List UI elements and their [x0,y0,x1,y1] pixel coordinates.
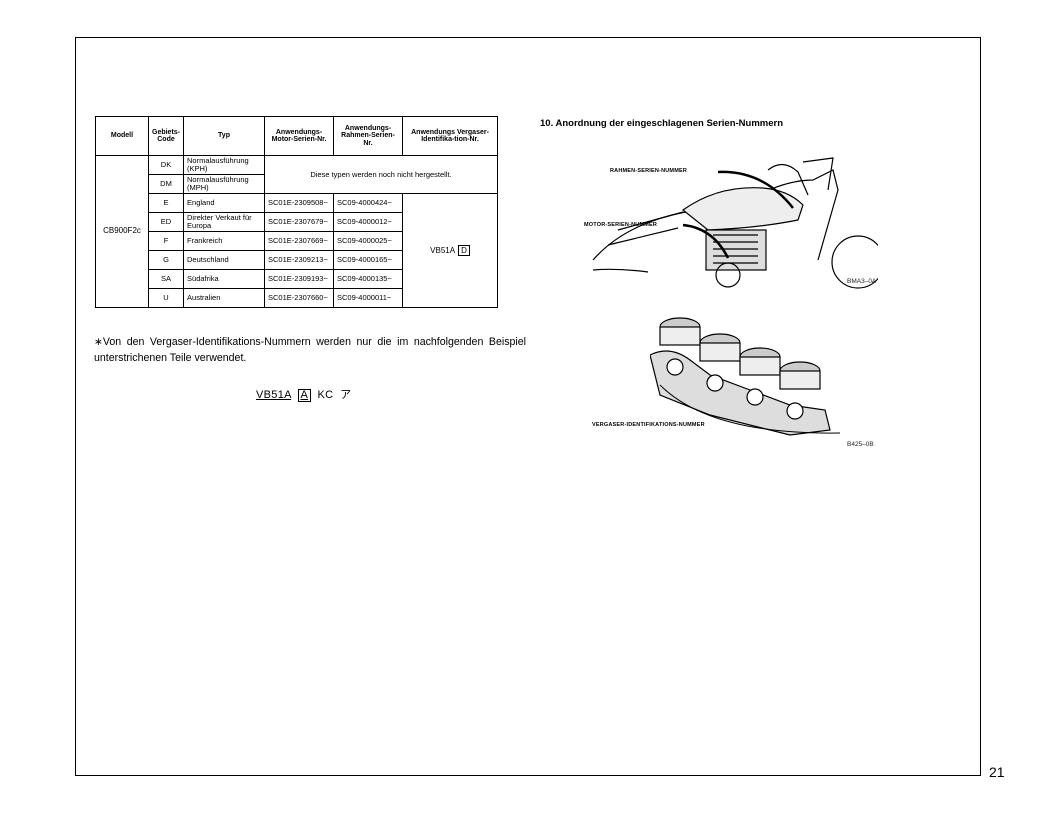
code-cell: F [147,231,185,251]
figure-ref-1: BMA3–0A [847,278,877,285]
code-cell: DK [147,155,185,175]
frame-cell: SC09-4000011~ [333,288,404,308]
footnote: ∗Von den Vergaser-Identifikations-Nummer… [94,336,526,364]
example-prefix: VB51A [256,389,292,401]
type-cell: Südafrika [183,269,266,289]
page-frame [75,37,981,776]
example-box-letter: A [297,389,312,402]
table-row: G Deutschland SC01E-2309213~ SC09-400016… [96,250,498,270]
header-carb: Anwendungs Vergaser-Identifika-tion-Nr. [402,116,499,156]
carb-id-letter: D [458,245,470,256]
frame-cell: SC09-4000135~ [333,269,404,289]
example-suffix: KC [317,389,334,401]
carburetor-illustration [650,317,841,436]
not-produced-note: Diese typen werden noch nicht hergestell… [264,155,499,194]
example-suffix-kana: ア [340,389,352,401]
type-cell: Direkter Verkaut für Europa [183,212,266,232]
motor-cell: SC01E-2307669~ [264,231,335,251]
header-model: Modell [95,116,149,156]
frame-serial-label: RAHMEN-SERIEN-NUMMER [610,168,688,174]
table-row: U Australien SC01E-2307660~ SC09-4000011… [96,288,498,308]
motor-cell: SC01E-2307679~ [264,212,335,232]
header-motor: Anwendungs-Motor-Serien-Nr. [264,116,335,156]
table-row: E England SC01E-2309508~ SC09-4000424~ V… [96,193,499,308]
motor-serial-label: MOTOR-SERIEN-NUMMER [584,222,658,228]
type-cell: Australien [183,288,266,308]
type-cell: Frankreich [183,231,266,251]
code-cell: ED [147,212,185,232]
carb-id-label: VERGASER-IDENTIFIKATIONS-NUMMER [592,422,705,428]
type-cell: England [183,193,266,213]
carb-id: VB51A [430,246,456,255]
frame-cell: SC09-4000025~ [333,231,404,251]
motor-cell: SC01E-2309213~ [264,250,335,270]
type-cell: Normalausführung (KPH) [183,155,266,175]
section-title: 10. Anordnung der eingeschlagenen Serien… [540,118,784,129]
frame-number-leader [717,170,794,209]
motor-cell: SC01E-2307660~ [264,288,335,308]
type-cell: Normalausführung (MPH) [183,174,266,194]
motor-cell: SC01E-2309193~ [264,269,335,289]
figure-ref-2: B425–0B [847,441,874,448]
model-cell: CB900F2c [95,155,149,308]
table-row: SA Südafrika SC01E-2309193~ SC09-4000135… [96,269,498,289]
carb-id-example: VB51A A KC ア [256,386,351,402]
header-frame: Anwendungs-Rahmen-Serien-Nr. [333,116,404,156]
frame-cell: SC09-4000165~ [333,250,404,270]
page-number: 21 [989,764,1005,780]
code-cell: E [147,193,185,213]
frame-cell: SC09-4000012~ [333,212,404,232]
code-cell: SA [147,269,185,289]
carb-number-leader [659,384,841,434]
code-cell: G [147,250,185,270]
motor-number-leader [682,223,730,259]
code-cell: U [147,288,185,308]
header-code: Gebiets-Code [147,116,185,156]
motorcycle-illustration [592,157,878,289]
frame-cell: SC09-4000424~ [333,193,404,213]
table-row: CB900F2c DK Normalausführung (KPH) Diese… [95,155,499,308]
motor-cell: SC01E-2309508~ [264,193,335,213]
type-cell: Deutschland [183,250,266,270]
header-type: Typ [183,116,266,156]
serial-number-table: Modell Gebiets-Code Typ Anwendungs-Motor… [95,116,499,308]
code-cell: DM [147,174,185,194]
